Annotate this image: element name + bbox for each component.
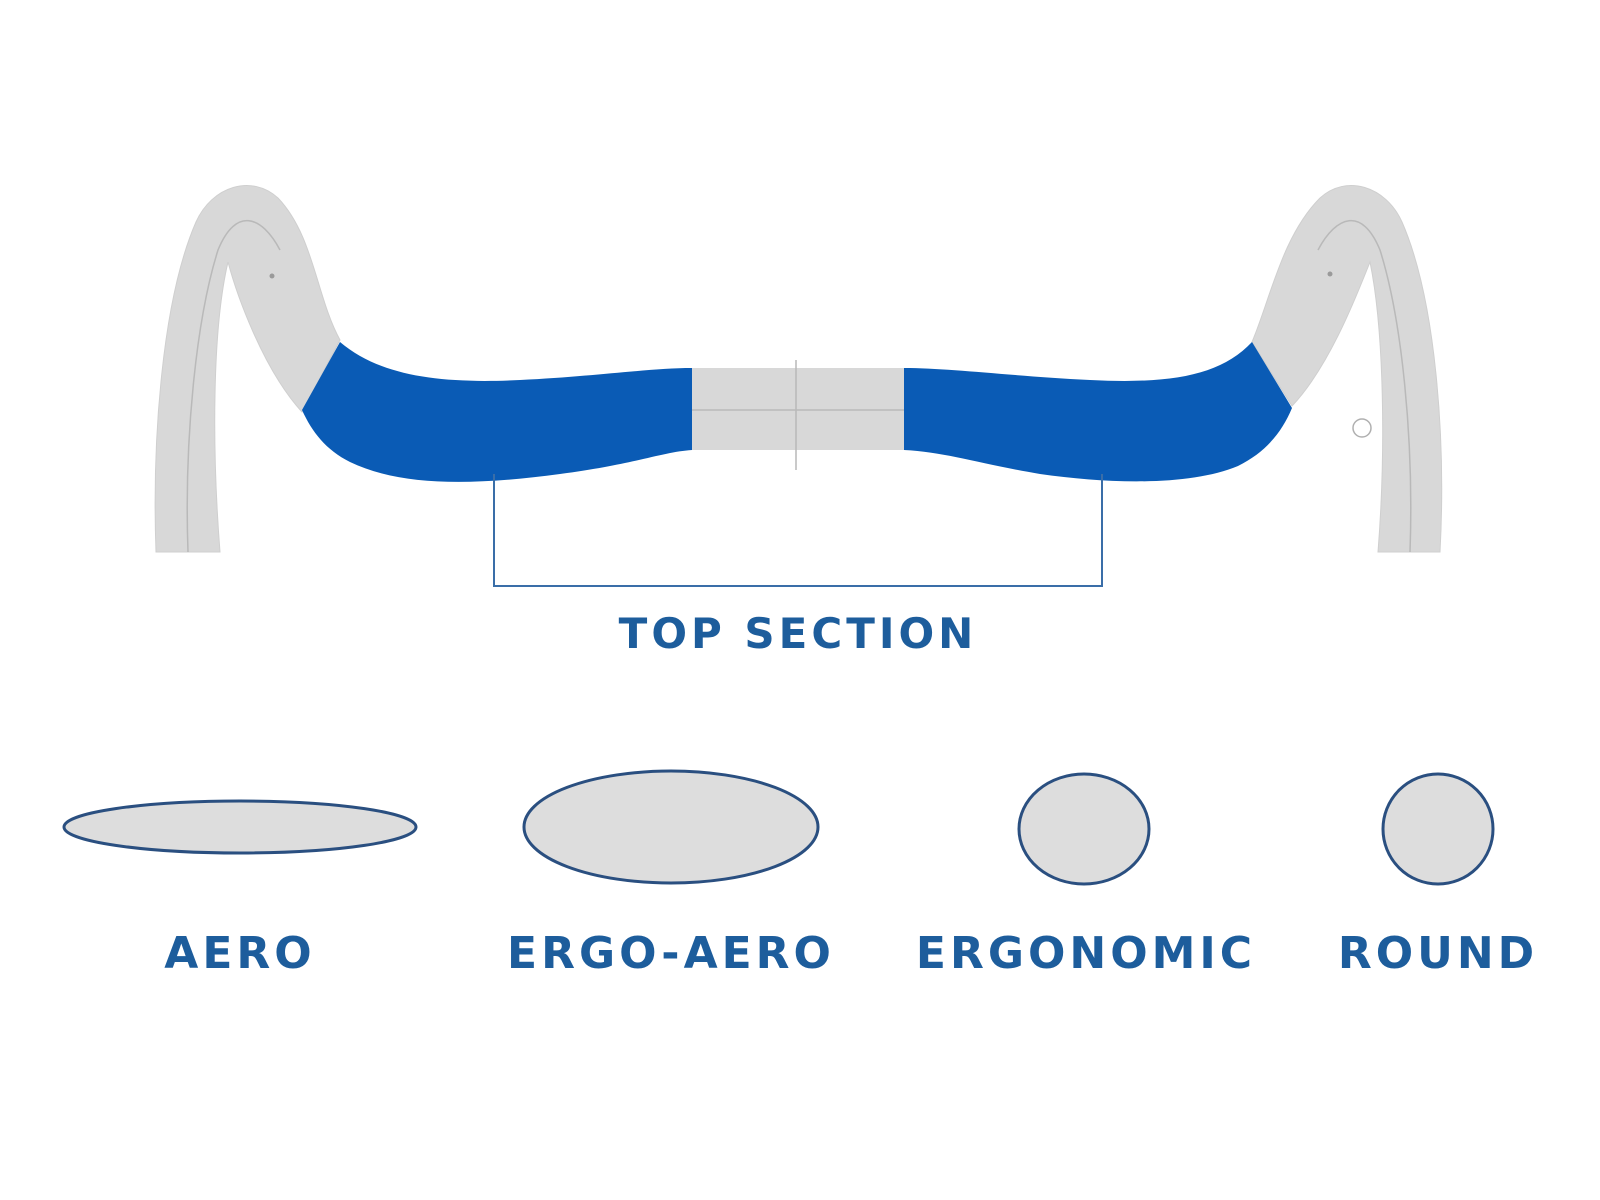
right-drop-centerline xyxy=(1317,219,1412,553)
top-section-bracket xyxy=(493,474,1103,587)
profile-label-ergo-aero: ERGO-AERO xyxy=(507,928,835,979)
drop-handlebar xyxy=(154,185,1443,553)
ergonomic-profile-icon xyxy=(1017,772,1151,886)
stem-clamp-area xyxy=(684,368,904,450)
profile-labels: AERO ERGO-AERO ERGONOMIC ROUND xyxy=(164,928,1538,979)
left-drop-centerline xyxy=(186,219,281,553)
left-drop xyxy=(154,185,341,553)
top-section-label: TOP SECTION xyxy=(619,609,978,658)
ergo-aero-profile-icon xyxy=(522,769,820,885)
profile-shapes xyxy=(62,769,1495,886)
right-drop-dot xyxy=(1327,271,1333,277)
profile-label-aero: AERO xyxy=(164,928,315,979)
left-drop-dot xyxy=(269,273,275,279)
left-top-section xyxy=(302,342,692,482)
profile-label-round: ROUND xyxy=(1338,928,1538,979)
right-top-section xyxy=(904,342,1292,482)
profile-label-ergonomic: ERGONOMIC xyxy=(916,928,1256,979)
round-profile-icon xyxy=(1381,772,1495,886)
aero-profile-icon xyxy=(62,799,418,855)
right-drop xyxy=(1251,185,1443,553)
right-drop-marker xyxy=(1352,418,1372,438)
